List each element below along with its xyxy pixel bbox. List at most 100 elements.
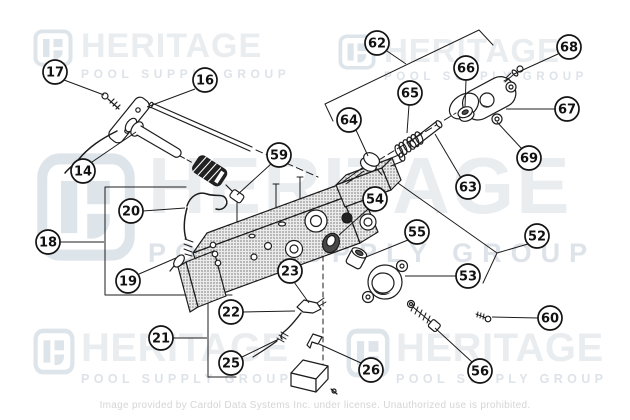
callout-balloon-53 [455,263,481,289]
callout-balloon-22 [218,299,244,325]
callout-balloon-17 [42,59,68,85]
watermark-bottom-right: HERITAGE POOL SUPPLY GROUP [346,328,607,386]
mounting-plate-assembly [64,92,253,174]
callout-balloon-23 [277,258,303,284]
callout-53: 53 [405,263,481,289]
callout-number-54: 54 [366,193,384,208]
callout-64: 64 [336,107,369,157]
actuator-assembly [343,65,524,185]
watermark-tagline: POOL SUPPLY GROUP [81,372,293,386]
callout-number-67: 67 [558,103,576,118]
igniter-drawing [296,299,322,314]
callout-balloon-65 [397,80,423,106]
callout-66: 66 [453,55,479,108]
callout-number-17: 17 [46,66,64,81]
callout-balloon-25 [218,350,244,376]
callout-balloon-69 [516,145,542,171]
watermark-brand: HERITAGE [81,326,289,370]
callout-16: 16 [146,67,218,108]
callout-14: 14 [70,131,137,184]
watermark-tagline: POOL SUPPLY GROUP [396,372,608,386]
callout-number-60: 60 [541,312,559,327]
callout-60: 60 [491,305,563,331]
shaft-14-drawing [136,125,182,158]
callout-number-65: 65 [401,87,419,102]
callout-52: 52 [496,223,550,254]
callout-number-26: 26 [362,364,380,379]
callout-balloon-68 [556,34,582,60]
callout-balloon-64 [336,107,362,133]
callout-number-69: 69 [520,152,538,167]
callout-layer: 17 16 14 59 20 18 19 21 22 25 23 26 62 68 66 65 67 64 69 63… [35,30,582,384]
callout-26: 26 [318,343,384,383]
callout-balloon-55 [404,219,430,245]
callout-balloon-20 [118,198,144,224]
callout-22: 22 [218,299,296,325]
callout-balloon-63 [455,174,481,200]
callout-balloon-14 [70,158,96,184]
nut-66-drawing [457,106,475,122]
callout-number-14: 14 [74,165,92,180]
callout-number-63: 63 [459,181,477,196]
callout-62: 62 [364,30,407,65]
callout-54: 54 [338,186,388,236]
callout-number-66: 66 [457,62,475,77]
callout-23: 23 [277,258,310,304]
callout-number-25: 25 [222,357,240,372]
callout-17: 17 [42,59,105,96]
callout-67: 67 [506,96,580,122]
callout-59: 59 [236,142,292,196]
watermark-tagline: POOL SUPPLY GROUP [81,67,291,81]
callout-number-22: 22 [222,306,240,321]
callout-63: 63 [434,133,481,200]
license-footer-text: Image provided by Cardol Data Systems In… [99,400,531,411]
callout-number-53: 53 [459,270,477,285]
callout-number-18: 18 [39,236,57,251]
callout-20: 20 [118,198,186,224]
callout-25: 25 [218,338,280,376]
screw-17-drawing [101,92,109,100]
callout-balloon-21 [148,325,174,351]
watermark-brand: HERITAGE [396,326,604,370]
callout-number-56: 56 [471,365,489,380]
callout-number-20: 20 [122,205,140,220]
callout-69: 69 [496,121,542,171]
callout-number-68: 68 [560,41,578,56]
callout-number-23: 23 [281,265,299,280]
pilot-bracket-parts [252,297,492,395]
callout-number-19: 19 [119,275,137,290]
callout-18: 18 [35,229,104,255]
callout-number-16: 16 [196,74,214,89]
callout-55: 55 [365,219,430,258]
callout-number-55: 55 [408,226,426,241]
watermark-brand: HERITAGE [81,27,263,65]
callout-balloon-56 [467,358,493,384]
callout-number-21: 21 [152,332,170,347]
callout-balloon-18 [35,229,61,255]
pin-63-drawing [410,120,442,148]
callout-balloon-26 [358,357,384,383]
callout-balloon-19 [115,268,141,294]
callout-balloon-54 [362,186,388,212]
callout-21: 21 [148,325,207,351]
callout-56: 56 [434,327,493,384]
callout-65: 65 [397,80,423,134]
callout-balloon-60 [537,305,563,331]
callout-balloon-62 [364,30,390,56]
callout-number-52: 52 [528,230,546,245]
watermark-bottom-left: HERITAGE POOL SUPPLY GROUP [33,328,292,386]
callout-balloon-66 [453,55,479,81]
watermark-tagline: POOL SUPPLY GROUP [384,71,588,83]
callout-balloon-16 [192,67,218,93]
callout-balloon-59 [266,142,292,168]
callout-68: 68 [513,34,582,75]
clip-26-drawing [306,333,323,349]
callout-balloon-52 [524,223,550,249]
callout-19: 19 [115,257,177,294]
callout-balloon-67 [554,96,580,122]
callout-number-62: 62 [368,37,386,52]
callout-number-64: 64 [340,114,358,129]
regulator-stack-drawing [322,232,409,304]
